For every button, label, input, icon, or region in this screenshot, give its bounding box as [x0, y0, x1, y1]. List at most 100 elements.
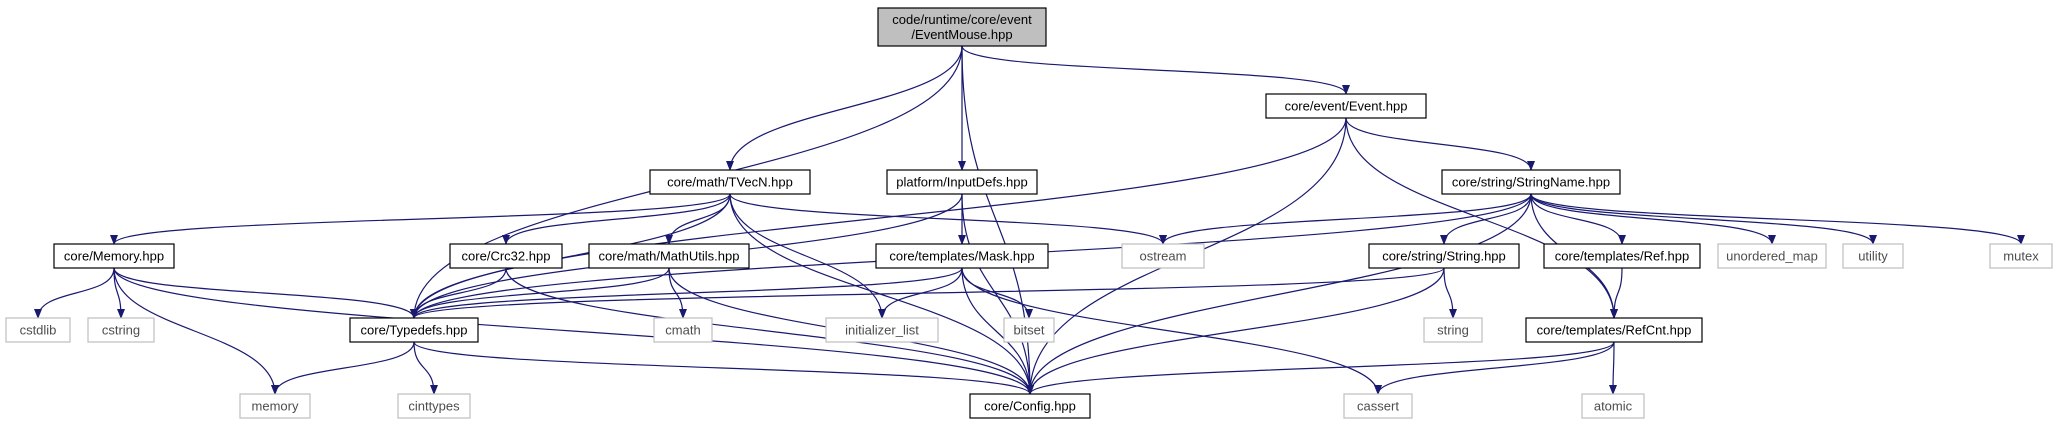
node-mask[interactable]: core/templates/Mask.hpp — [875, 243, 1049, 269]
node-config-box — [969, 393, 1091, 419]
edge-mask-to-cassert — [961, 267, 1382, 395]
node-cassert-box — [1343, 393, 1413, 419]
node-string_std: string — [1423, 317, 1483, 343]
edge-memory-to-memory_std — [113, 267, 279, 395]
node-initializer_list-box — [825, 317, 939, 343]
node-cstdlib-label: cstdlib — [20, 323, 57, 338]
node-event[interactable]: core/event/Event.hpp — [1265, 93, 1427, 119]
edge-typedefs-to-config — [413, 341, 1034, 395]
edge-stringname-to-unordered_map — [1530, 193, 1776, 245]
edge-event-to-stringname — [1345, 117, 1535, 171]
edge-tvecn-to-memory — [110, 193, 731, 245]
node-ref[interactable]: core/templates/Ref.hpp — [1543, 243, 1701, 269]
node-cassert-label: cassert — [1357, 399, 1399, 414]
node-cstdlib: cstdlib — [5, 317, 71, 343]
node-utility: utility — [1842, 243, 1904, 269]
node-string_hpp-label: core/string/String.hpp — [1382, 249, 1506, 264]
node-tvecn[interactable]: core/math/TVecN.hpp — [649, 169, 811, 195]
node-mutex-box — [1989, 243, 2053, 269]
node-typedefs-label: core/Typedefs.hpp — [361, 323, 468, 338]
node-utility-label: utility — [1858, 249, 1888, 264]
edge-tvecn-to-typedefs — [410, 193, 731, 319]
node-memory-label: core/Memory.hpp — [64, 249, 164, 264]
node-string_hpp-box — [1368, 243, 1520, 269]
node-event-label: core/event/Event.hpp — [1285, 99, 1408, 114]
node-mask-label: core/templates/Mask.hpp — [889, 249, 1034, 264]
node-memory_std: memory — [239, 393, 311, 419]
node-cassert: cassert — [1343, 393, 1413, 419]
edge-memory-to-config — [113, 267, 1034, 395]
node-inputdefs[interactable]: platform/InputDefs.hpp — [886, 169, 1038, 195]
edge-root-to-tvecn — [726, 45, 963, 171]
edge-mask-to-config — [961, 267, 1034, 395]
node-ostream-box — [1121, 243, 1205, 269]
node-event-box — [1265, 93, 1427, 119]
edge-mathutils-to-typedefs — [410, 267, 670, 319]
node-utility-box — [1842, 243, 1904, 269]
node-unordered_map: unordered_map — [1717, 243, 1827, 269]
node-string_hpp[interactable]: core/string/String.hpp — [1368, 243, 1520, 269]
node-cstring-box — [87, 317, 155, 343]
node-ostream: ostream — [1121, 243, 1205, 269]
edge-tvecn-to-crc32 — [502, 193, 731, 245]
edge-stringname-to-config — [1026, 193, 1532, 395]
node-config-label: core/Config.hpp — [984, 399, 1076, 414]
node-stringname-box — [1441, 169, 1621, 195]
node-root[interactable]: code/runtime/core/event/EventMouse.hpp — [877, 7, 1047, 47]
node-mathutils[interactable]: core/math/MathUtils.hpp — [588, 243, 750, 269]
edge-string_hpp-to-string_std — [1443, 267, 1457, 319]
node-initializer_list: initializer_list — [825, 317, 939, 343]
node-stringname[interactable]: core/string/StringName.hpp — [1441, 169, 1621, 195]
node-mask-box — [875, 243, 1049, 269]
node-stringname-label: core/string/StringName.hpp — [1452, 175, 1610, 190]
node-cinttypes-label: cinttypes — [408, 399, 460, 414]
edge-memory-to-typedefs — [113, 267, 418, 319]
edge-inputdefs-to-config — [961, 193, 1034, 395]
node-inputdefs-label: platform/InputDefs.hpp — [896, 175, 1028, 190]
edge-stringname-to-utility — [1530, 193, 1877, 245]
edge-root-to-event — [961, 45, 1350, 95]
node-cmath: cmath — [653, 317, 713, 343]
edge-tvecn-to-ostream — [729, 193, 1167, 245]
node-ref-box — [1543, 243, 1701, 269]
edge-typedefs-to-cinttypes — [413, 341, 438, 395]
edge-memory-to-cstdlib — [34, 267, 115, 319]
edge-stringname-to-mutex — [1530, 193, 2025, 245]
node-tvecn-label: core/math/TVecN.hpp — [667, 175, 793, 190]
edge-typedefs-to-memory_std — [271, 341, 415, 395]
node-memory_std-box — [239, 393, 311, 419]
node-refcnt-label: core/templates/RefCnt.hpp — [1537, 323, 1692, 338]
edge-ref-to-refcnt — [1610, 267, 1623, 319]
nodes-layer: code/runtime/core/event/EventMouse.hpp co… — [5, 7, 2053, 419]
node-ref-label: core/templates/Ref.hpp — [1555, 249, 1689, 264]
node-inputdefs-box — [886, 169, 1038, 195]
node-typedefs[interactable]: core/Typedefs.hpp — [349, 317, 479, 343]
node-bitset-box — [1003, 317, 1055, 343]
node-config[interactable]: core/Config.hpp — [969, 393, 1091, 419]
edge-stringname-to-ref — [1530, 193, 1626, 245]
node-crc32[interactable]: core/Crc32.hpp — [449, 243, 563, 269]
edge-tvecn-to-mathutils — [665, 193, 731, 245]
node-cinttypes-box — [397, 393, 471, 419]
edge-mask-to-typedefs — [410, 267, 963, 319]
node-cstring: cstring — [87, 317, 155, 343]
edge-mask-to-bitset — [961, 267, 1033, 319]
edge-stringname-to-string_hpp — [1440, 193, 1532, 245]
node-string_std-box — [1423, 317, 1483, 343]
node-unordered_map-label: unordered_map — [1726, 249, 1818, 264]
node-tvecn-box — [649, 169, 811, 195]
node-atomic-label: atomic — [1594, 399, 1633, 414]
edge-refcnt-to-cassert — [1374, 341, 1615, 395]
node-memory[interactable]: core/Memory.hpp — [53, 243, 175, 269]
node-cinttypes: cinttypes — [397, 393, 471, 419]
node-bitset: bitset — [1003, 317, 1055, 343]
node-memory-box — [53, 243, 175, 269]
node-refcnt[interactable]: core/templates/RefCnt.hpp — [1525, 317, 1703, 343]
node-refcnt-box — [1525, 317, 1703, 343]
node-crc32-label: core/Crc32.hpp — [462, 249, 551, 264]
edge-refcnt-to-atomic — [1609, 341, 1618, 395]
edge-event-to-refcnt — [1345, 117, 1618, 319]
edge-tvecn-to-initializer_list — [729, 193, 886, 319]
node-atomic-box — [1581, 393, 1645, 419]
